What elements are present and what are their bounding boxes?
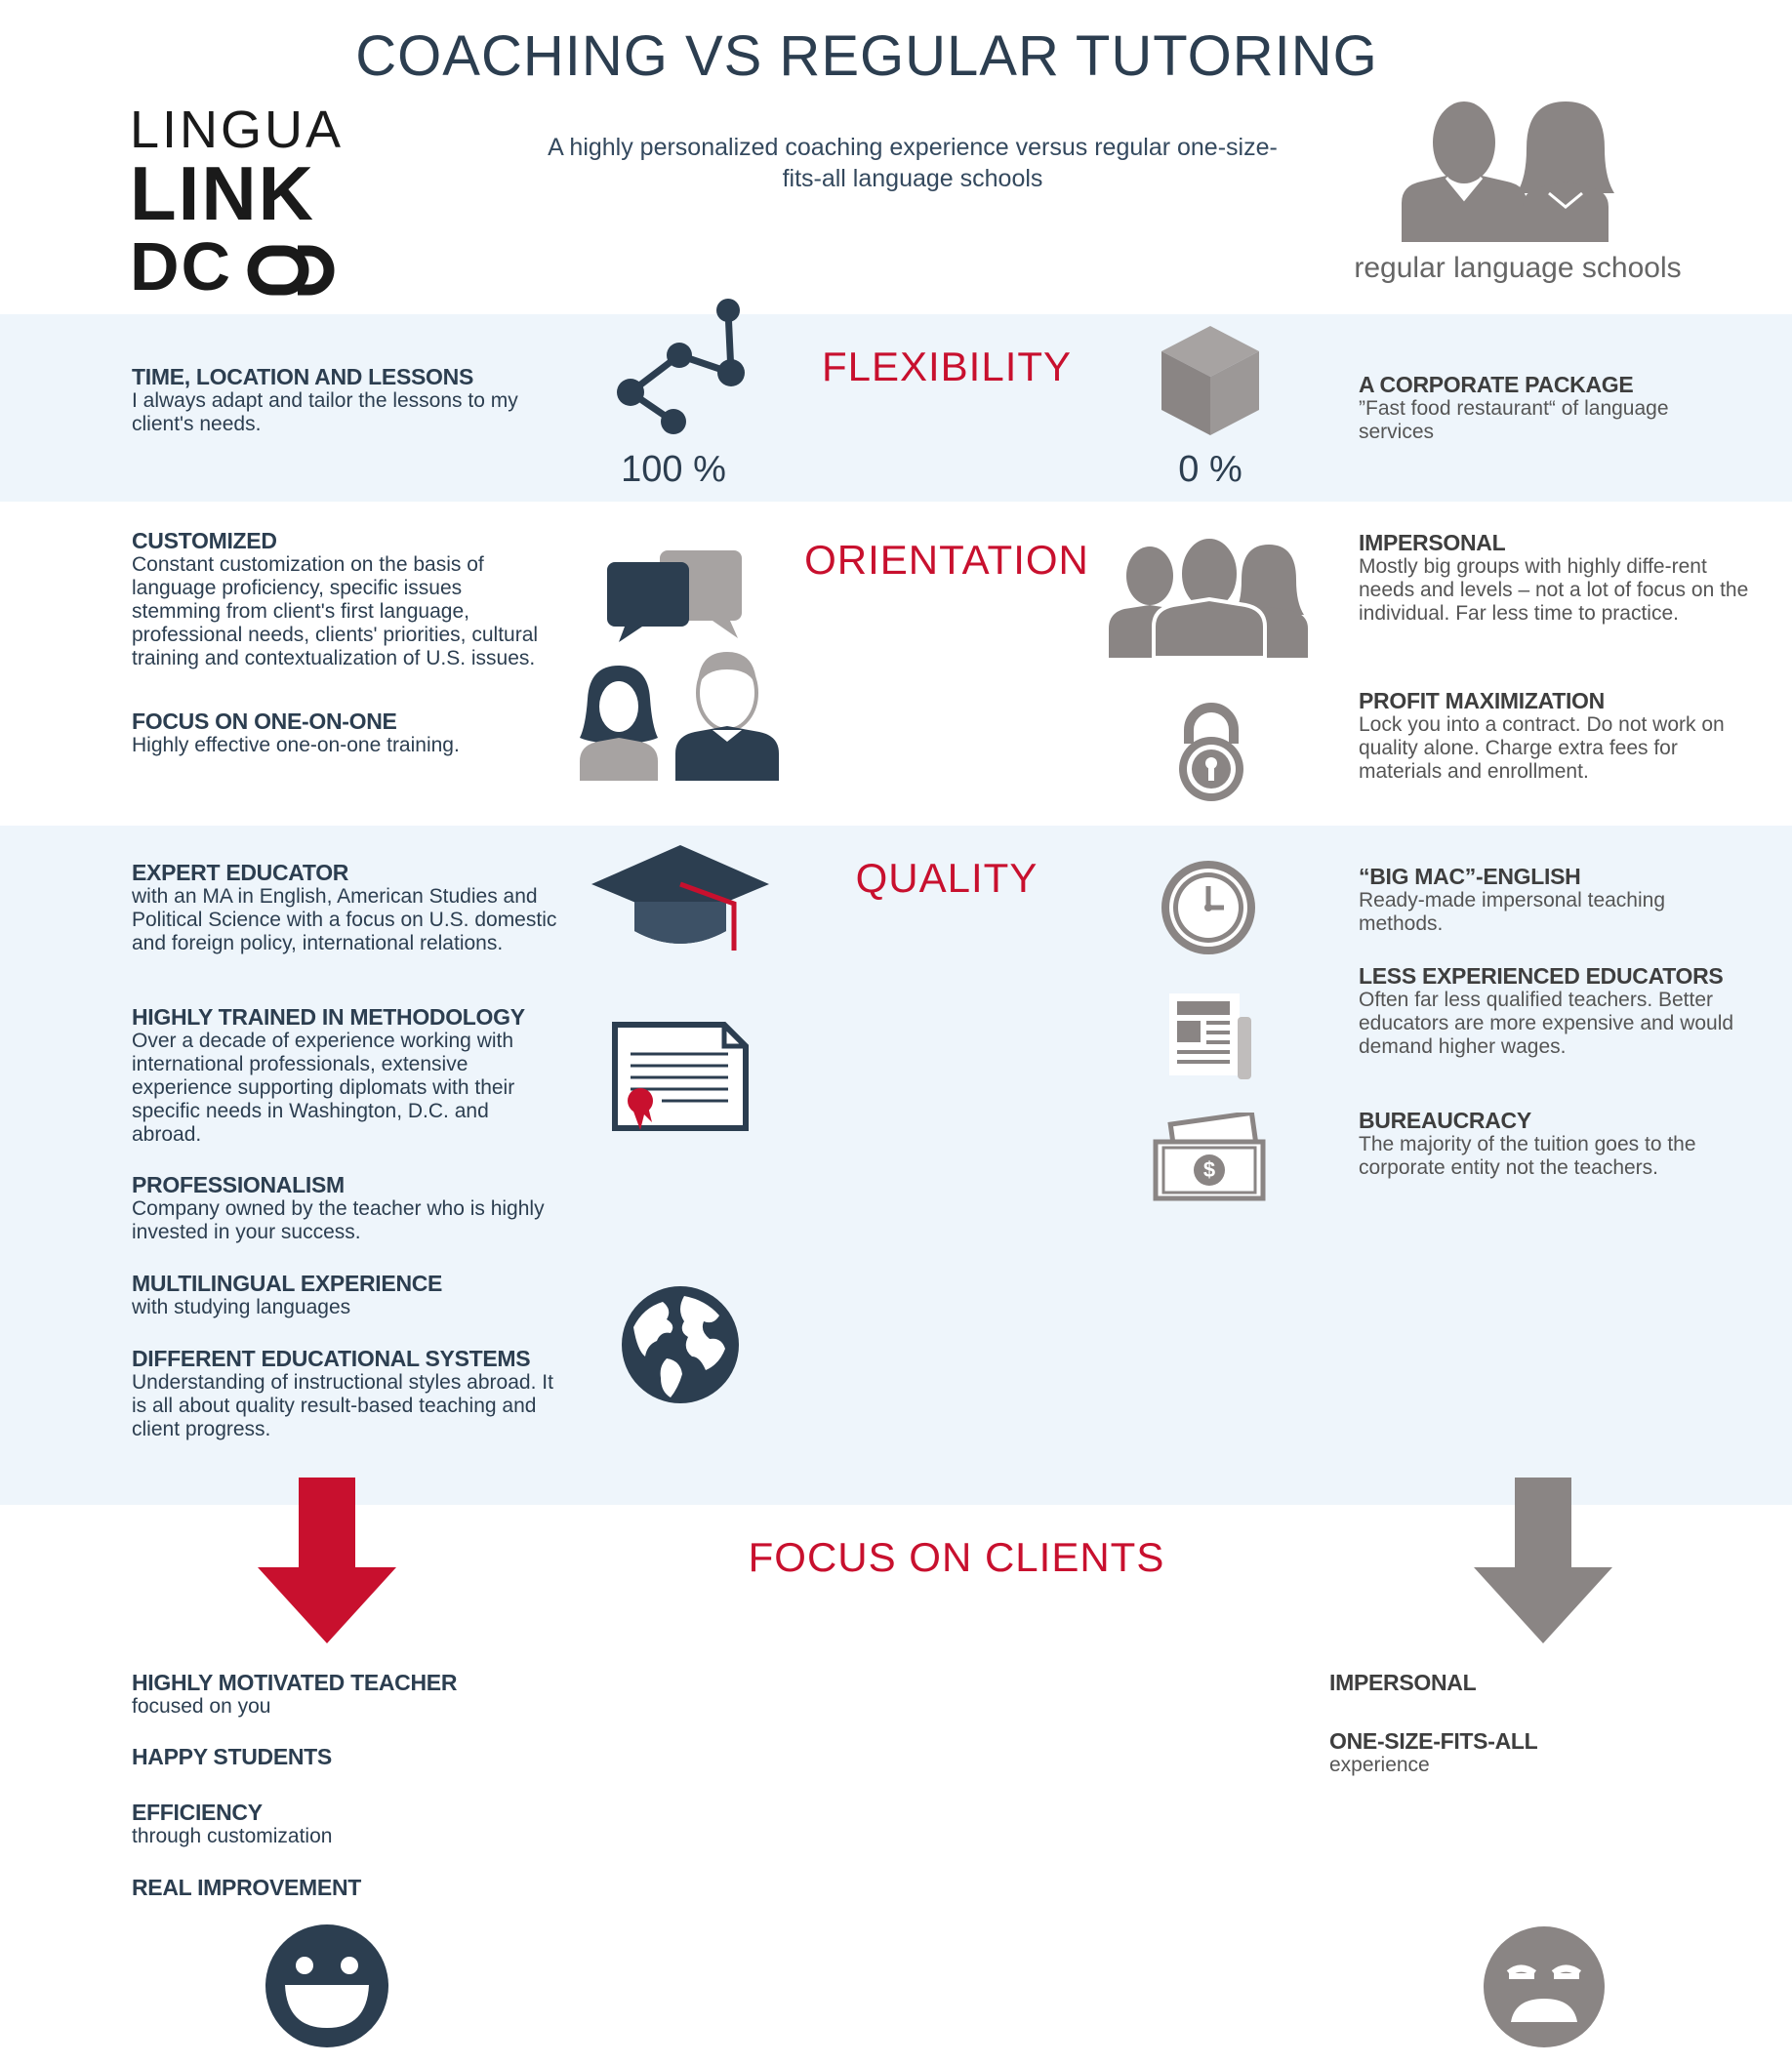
quality-right-block-3: BUREAUCRACY The majority of the tuition … [1359,1109,1749,1180]
page-subtitle: A highly personalized coaching experienc… [548,134,1278,192]
quality-left-text-1: with an MA in English, American Studies … [132,885,557,954]
page-title: COACHING VS REGULAR TUTORING [355,24,1378,88]
quality-right-heading-2: LESS EXPERIENCED EDUCATORS [1359,963,1724,989]
quality-left-heading-4: MULTILINGUAL EXPERIENCE [132,1271,443,1296]
schools-caption: regular language schools [1354,252,1682,284]
newspaper-icon [1169,993,1251,1079]
quality-band [0,826,1792,1505]
focus-left-block-1: HIGHLY MOTIVATED TEACHER focused on you [132,1671,620,1719]
focus-left-heading-2: HAPPY STUDENTS [132,1744,332,1769]
orient-left-heading-1: CUSTOMIZED [132,528,277,553]
flex-left-percent: 100 % [621,449,726,490]
quality-left-block-4: MULTILINGUAL EXPERIENCE with studying la… [132,1272,561,1319]
quality-right-text-3: The majority of the tuition goes to the … [1359,1133,1696,1179]
quality-left-heading-5: DIFFERENT EDUCATIONAL SYSTEMS [132,1346,531,1371]
quality-left-heading-1: EXPERT EDUCATOR [132,860,349,885]
quality-left-block-1: EXPERT EDUCATOR with an MA in English, A… [132,861,561,955]
quality-left-block-2: HIGHLY TRAINED IN METHODOLOGY Over a dec… [132,1005,561,1147]
focus-left-block-3: EFFICIENCY through customization [132,1801,620,1848]
chain-link-icon [247,245,335,296]
orient-right-text-2: Lock you into a contract. Do not work on… [1359,713,1725,783]
flexibility-band [0,314,1792,502]
orient-right-text-1: Mostly big groups with highly diffe-rent… [1359,555,1749,625]
quality-left-text-4: with studying languages [132,1296,351,1318]
quality-right-block-1: “BIG MAC”-ENGLISH Ready-made impersonal … [1359,865,1749,936]
flex-right-percent: 0 % [1178,449,1242,490]
focus-left-heading-4: REAL IMPROVEMENT [132,1875,362,1900]
orient-left-block-1: CUSTOMIZED Constant customization on the… [132,529,551,670]
flex-left-heading: TIME, LOCATION AND LESSONS [132,364,473,389]
orient-right-block-1: IMPERSONAL Mostly big groups with highly… [1359,531,1749,626]
quality-title: QUALITY [855,855,1039,901]
focus-left-heading-3: EFFICIENCY [132,1800,263,1825]
woman-avatar-icon [580,666,658,781]
orient-right-heading-2: PROFIT MAXIMIZATION [1359,688,1605,713]
flexibility-title: FLEXIBILITY [821,344,1073,389]
arrow-down-gray-icon [1474,1478,1612,1643]
flex-left-block: TIME, LOCATION AND LESSONS I always adap… [132,365,551,436]
flex-left-text: I always adapt and tailor the lessons to… [132,389,518,435]
quality-left-block-3: PROFESSIONALISM Company owned by the tea… [132,1173,561,1244]
focus-right-heading-1: IMPERSONAL [1329,1670,1477,1695]
quality-left-heading-2: HIGHLY TRAINED IN METHODOLOGY [132,1004,525,1030]
box-icon [1161,326,1259,435]
focus-left-block-2: HAPPY STUDENTS [132,1745,620,1769]
money-bills-icon: $ [1153,1113,1266,1201]
focus-right-heading-2: ONE-SIZE-FITS-ALL [1329,1728,1538,1754]
share-network-icon [617,299,745,434]
orient-left-text-1: Constant customization on the basis of l… [132,553,539,669]
orient-left-heading-2: FOCUS ON ONE-ON-ONE [132,709,397,734]
focus-title: FOCUS ON CLIENTS [748,1534,1165,1580]
group-people-icon [1109,535,1308,658]
flex-right-block: A CORPORATE PACKAGE ”Fast food restauran… [1359,373,1739,444]
svg-text:$: $ [1203,1157,1215,1182]
logo-line-2: LINK [130,150,315,236]
orient-left-text-2: Highly effective one-on-one training. [132,734,460,756]
focus-left-heading-1: HIGHLY MOTIVATED TEACHER [132,1670,458,1695]
focus-right-block-1: IMPERSONAL [1329,1671,1720,1695]
quality-right-text-1: Ready-made impersonal teaching methods. [1359,889,1666,935]
happy-face-icon [265,1924,388,2047]
quality-left-text-3: Company owned by the teacher who is high… [132,1197,545,1243]
quality-right-text-2: Often far less qualified teachers. Bette… [1359,989,1734,1058]
grumpy-face-icon [1484,1926,1605,2047]
orient-right-block-2: PROFIT MAXIMIZATION Lock you into a cont… [1359,689,1749,784]
flex-right-text: ”Fast food restaurant“ of language servi… [1359,397,1669,443]
certificate-icon [612,1022,749,1131]
quality-right-heading-3: BUREAUCRACY [1359,1108,1531,1133]
quality-left-text-5: Understanding of instructional styles ab… [132,1371,553,1440]
focus-left-text-3: through customization [132,1825,333,1847]
man-avatar-icon [675,652,779,781]
graduation-cap-icon [591,845,769,951]
quality-left-block-5: DIFFERENT EDUCATIONAL SYSTEMS Understand… [132,1347,561,1441]
quality-left-heading-3: PROFESSIONALISM [132,1172,345,1197]
focus-left-text-1: focused on you [132,1695,271,1718]
quality-right-heading-1: “BIG MAC”-ENGLISH [1359,864,1581,889]
orient-left-block-2: FOCUS ON ONE-ON-ONE Highly effective one… [132,709,551,757]
flex-right-heading: A CORPORATE PACKAGE [1359,372,1634,397]
logo-line-1: LINGUA [130,101,345,159]
focus-left-block-4: REAL IMPROVEMENT [132,1876,620,1900]
focus-right-text-2: experience [1329,1754,1430,1776]
focus-right-block-2: ONE-SIZE-FITS-ALL experience [1329,1729,1720,1777]
orient-right-heading-1: IMPERSONAL [1359,530,1506,555]
globe-icon [622,1286,739,1403]
quality-right-block-2: LESS EXPERIENCED EDUCATORS Often far les… [1359,964,1749,1059]
logo-line-3: DC [130,228,233,304]
speech-bubbles-icon [607,550,742,642]
padlock-icon [1179,703,1243,801]
two-people-icon [1402,101,1614,242]
arrow-down-red-icon [258,1478,396,1643]
orientation-title: ORIENTATION [804,537,1089,583]
logo: LINGUA LINK DC [130,102,344,304]
clock-icon [1161,861,1255,954]
quality-left-text-2: Over a decade of experience working with… [132,1030,515,1146]
